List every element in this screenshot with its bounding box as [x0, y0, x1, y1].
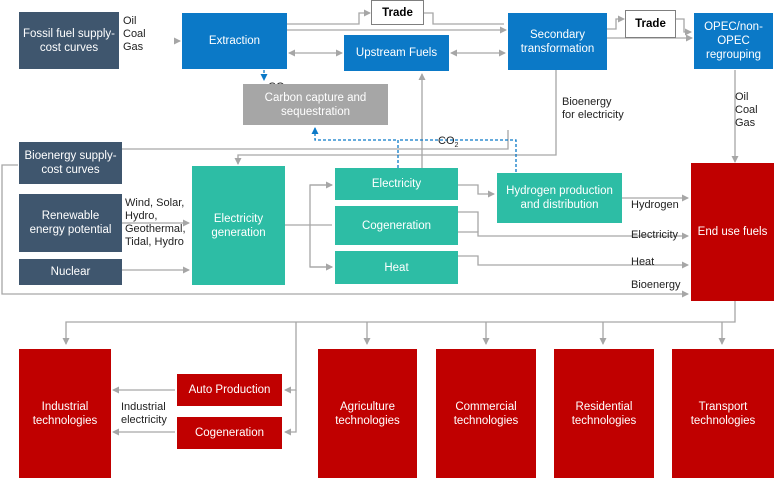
connector-bioenergy-supply	[116, 130, 509, 150]
auto-production-box: Auto Production	[177, 374, 282, 406]
connector-heat-enduse	[458, 255, 689, 269]
opec-regrouping-box: OPEC/non- OPEC regrouping	[694, 13, 773, 69]
co2-label-center: CO2	[438, 135, 459, 150]
fossil-fuel-supply-box: Fossil fuel supply- cost curves	[19, 12, 119, 69]
bioenergy-supply-box: Bioenergy supply- cost curves	[19, 142, 122, 184]
transport-technologies-box: Transport technologies	[672, 349, 774, 478]
co2-hydrogen-ccs	[398, 139, 517, 172]
connector-electricity-hydrogen	[458, 184, 495, 198]
secondary-transformation-box: Secondary transformation	[508, 13, 607, 70]
label-hydrogen: Hydrogen	[631, 199, 679, 211]
label-industrial-electricity: Industrial electricity	[121, 401, 167, 426]
connector-enduse-bus	[62, 301, 736, 345]
connector-generation-split	[285, 184, 332, 267]
cogeneration-bottom-box: Cogeneration	[177, 417, 282, 449]
renewable-energy-potential-box: Renewable energy potential	[19, 194, 122, 252]
upstream-fuels-box: Upstream Fuels	[344, 35, 449, 71]
electricity-generation-box: Electricity generation	[192, 166, 285, 285]
label-oil-coal-gas-right: Oil Coal Gas	[735, 91, 758, 129]
label-bioenergy-flow: Bioenergy	[631, 279, 681, 291]
connector-trade-secondary	[424, 12, 504, 25]
connector-trade2-opec	[676, 18, 692, 36]
carbon-capture-box: Carbon capture and sequestration	[243, 84, 388, 125]
extraction-box: Extraction	[182, 13, 287, 69]
label-heat-flow: Heat	[631, 256, 655, 268]
connector-extraction-trade	[287, 9, 371, 25]
hydrogen-production-box: Hydrogen production and distribution	[497, 173, 622, 223]
trade-box-1: Trade	[371, 0, 424, 25]
label-electricity-flow: Electricity	[631, 229, 679, 241]
connector-bus-industrial	[284, 322, 297, 394]
nuclear-box: Nuclear	[19, 259, 122, 285]
electricity-box: Electricity	[335, 168, 458, 200]
label-oil-coal-gas-top: Oil Coal Gas	[123, 15, 146, 53]
connector-bioenergy-enduse	[1, 164, 689, 298]
trade-box-2: Trade	[625, 10, 676, 38]
label-bioenergy-for-electricity: Bioenergy for electricity	[562, 96, 624, 121]
label-renewables-list: Wind, Solar, Hydro, Geothermal, Tidal, H…	[125, 197, 186, 248]
co2-electricity-ccs	[311, 127, 399, 168]
agriculture-technologies-box: Agriculture technologies	[318, 349, 417, 478]
connector-bio-electricity	[234, 70, 557, 165]
heat-box: Heat	[335, 251, 458, 284]
cogeneration-mid-box: Cogeneration	[335, 206, 458, 245]
residential-technologies-box: Residential technologies	[554, 349, 654, 478]
commercial-technologies-box: Commercial technologies	[436, 349, 536, 478]
connector-cogen-enduse	[458, 231, 689, 240]
industrial-technologies-box: Industrial technologies	[19, 349, 111, 478]
connector-secondary-trade2	[607, 15, 625, 30]
end-use-fuels-box: End use fuels	[691, 163, 774, 301]
